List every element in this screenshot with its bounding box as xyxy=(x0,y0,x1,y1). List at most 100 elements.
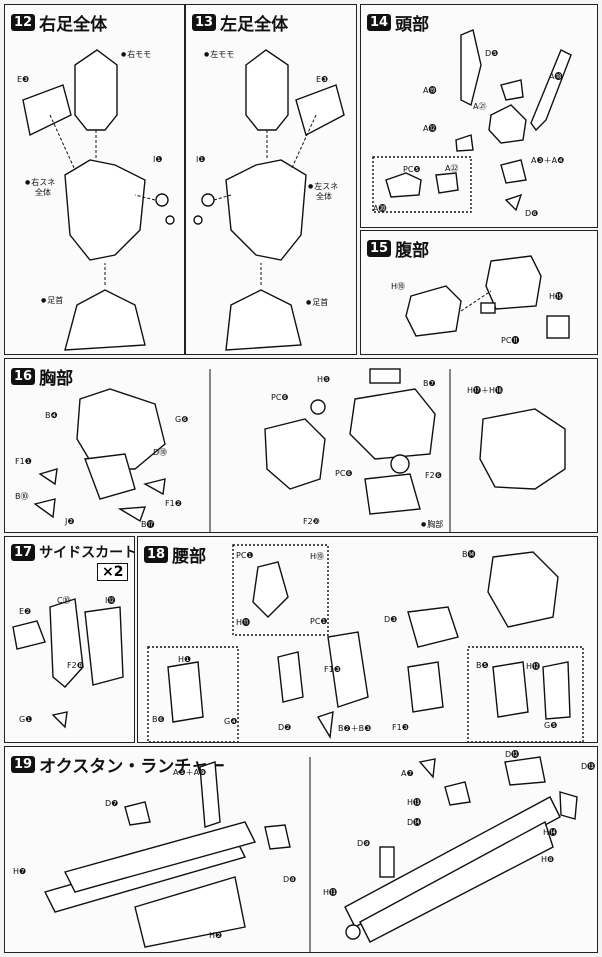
step-number: 12 xyxy=(11,14,36,31)
step-number: 13 xyxy=(192,14,217,31)
label-right-thigh: 右モモ xyxy=(121,49,151,60)
label-pc1: PC❶ xyxy=(236,551,254,560)
section-14-title: 14 頭部 xyxy=(367,10,429,35)
step-title: 右足全体 xyxy=(39,15,108,35)
label-d7: D❼ xyxy=(105,799,119,808)
label-whole: 全体 xyxy=(316,192,332,201)
label-a18: A⓲ xyxy=(549,72,563,81)
label-h1b: H⓭ xyxy=(323,888,338,897)
right-leg-diagram xyxy=(22,49,175,351)
label-d5: D❺ xyxy=(485,49,499,58)
section-17-side-skirt: 17 サイドスカート ×2 C⓾ I⓬ E❷ F2❽ G❶ xyxy=(4,536,135,743)
label-f13b: F1❸ xyxy=(392,723,409,732)
label-d6: D❻ xyxy=(525,209,539,218)
label-b2b3: B❷＋B❸ xyxy=(338,724,372,733)
label-h14: H⓮ xyxy=(543,828,558,837)
label-f12: F1❷ xyxy=(165,499,182,508)
label-d3: D❸ xyxy=(384,615,398,624)
label-pc1b: PC❶ xyxy=(310,617,328,626)
label-b4: B❹ xyxy=(45,411,58,420)
section-14-head: 14 頭部 D❺ A⓳ A⓲ A㉑ A⓬ A❸＋A❹ PC❺ A㉒ A⓴ D❻ xyxy=(360,4,598,228)
label-g5: G❺ xyxy=(544,721,558,730)
label-pc5: PC❺ xyxy=(403,165,421,174)
label-right-shin: 右スネ xyxy=(25,177,55,188)
label-d14: D⓮ xyxy=(407,818,422,827)
label-d12: D⓬ xyxy=(505,750,520,759)
label-whole: 全体 xyxy=(35,188,51,197)
label-g1: G❶ xyxy=(19,715,33,724)
step-number: 15 xyxy=(367,240,392,257)
section-13-title: 13 左足全体 xyxy=(192,10,288,35)
label-left-shin: 左スネ xyxy=(308,181,338,192)
step-title: 腰部 xyxy=(172,547,207,567)
section-12-title: 12 右足全体 xyxy=(11,10,107,35)
section-16-title: 16 胸部 xyxy=(11,364,73,389)
waist-diagram xyxy=(147,544,584,742)
label-e2: E❷ xyxy=(19,607,32,616)
label-h7: H❼ xyxy=(13,867,27,876)
section-18-waist: 18 腰部 PC❶ H⓾ H⓫ PC❶ B⓮ D❸ F1❸ xyxy=(137,536,598,743)
label-pc11: PC⓫ xyxy=(501,336,520,345)
label-d10: D⓾ xyxy=(153,448,168,457)
section-12-right-leg: 12 右足全体 E❸ 右モモ I❶ 右スネ 全体 足首 xyxy=(4,4,185,355)
launcher-diagram xyxy=(43,756,578,952)
label-f13: F1❸ xyxy=(324,665,341,674)
section-15-abdomen: 15 腹部 H⓾ H⓯ PC⓫ xyxy=(360,230,598,355)
label-j2: J❷ xyxy=(65,517,75,526)
label-g6: G❻ xyxy=(175,415,189,424)
label-a7: A❼ xyxy=(401,769,414,778)
label-h11: H⓫ xyxy=(236,618,251,627)
label-f20: F2❿ xyxy=(303,517,320,526)
label-b10: B⓾ xyxy=(15,492,29,501)
label-d9: D❾ xyxy=(357,839,371,848)
label-i1: I❶ xyxy=(153,155,163,164)
label-f11: F1❶ xyxy=(15,457,32,466)
step-number: 14 xyxy=(367,14,392,31)
abdomen-diagram xyxy=(405,255,570,339)
label-pc6b: PC❻ xyxy=(335,469,353,478)
left-leg-diagram xyxy=(193,49,345,351)
section-13-left-leg: 13 左足全体 左モモ E❸ I❶ 左スネ 全体 足首 xyxy=(185,4,357,355)
label-g4: G❹ xyxy=(224,717,238,726)
label-pc6: PC❻ xyxy=(271,393,289,402)
label-b7: B❼ xyxy=(423,379,436,388)
label-ankle: 足首 xyxy=(306,297,328,308)
section-19-oxtan-launcher: 19 オクスタン・ランチャー A❺＋A❾ D❼ xyxy=(4,746,598,953)
label-ankle: 足首 xyxy=(41,295,63,306)
step-number: 18 xyxy=(144,546,169,563)
label-h15: H⓯ xyxy=(549,292,564,301)
label-a5a9: A❺＋A❾ xyxy=(173,768,207,777)
label-e3: E❸ xyxy=(316,75,329,84)
step-title: 腹部 xyxy=(395,241,430,261)
label-h17h18: H⓱＋H⓲ xyxy=(467,386,504,395)
label-c10: C⓾ xyxy=(57,596,71,605)
section-17-title: 17 サイドスカート xyxy=(11,542,135,562)
step-title: オクスタン・ランチャー xyxy=(39,757,226,777)
label-a20: A⓴ xyxy=(373,204,387,213)
label-d13: D⓭ xyxy=(581,762,596,771)
label-h10: H⓾ xyxy=(391,282,406,291)
section-16-chest: 16 胸部 B❹ G❻ D⓾ F1❶ B⓾ J❷ F1❷ B⓱ xyxy=(4,358,598,533)
step-title: 左足全体 xyxy=(220,15,289,35)
side-skirt-diagram xyxy=(12,598,124,729)
label-h13: H⓭ xyxy=(407,798,422,807)
label-d2: D❷ xyxy=(278,723,292,732)
step-title: サイドスカート xyxy=(39,545,135,561)
label-h5: H❺ xyxy=(317,375,331,384)
section-18-title: 18 腰部 xyxy=(144,542,206,567)
label-d8: D❽ xyxy=(283,875,297,884)
label-b5: B❺ xyxy=(476,661,489,670)
chest-diagram xyxy=(33,368,566,532)
label-f28: F2❽ xyxy=(67,661,84,670)
label-h1: H❶ xyxy=(178,655,192,664)
label-f26: F2❻ xyxy=(425,471,442,480)
step-title: 頭部 xyxy=(395,15,430,35)
label-a22: A㉒ xyxy=(445,164,459,173)
label-a12: A⓬ xyxy=(423,124,437,133)
label-b14: B⓮ xyxy=(462,550,476,559)
label-h8: H❽ xyxy=(541,855,555,864)
label-a19: A⓳ xyxy=(423,86,437,95)
section-15-title: 15 腹部 xyxy=(367,236,429,261)
label-left-thigh: 左モモ xyxy=(204,49,234,60)
